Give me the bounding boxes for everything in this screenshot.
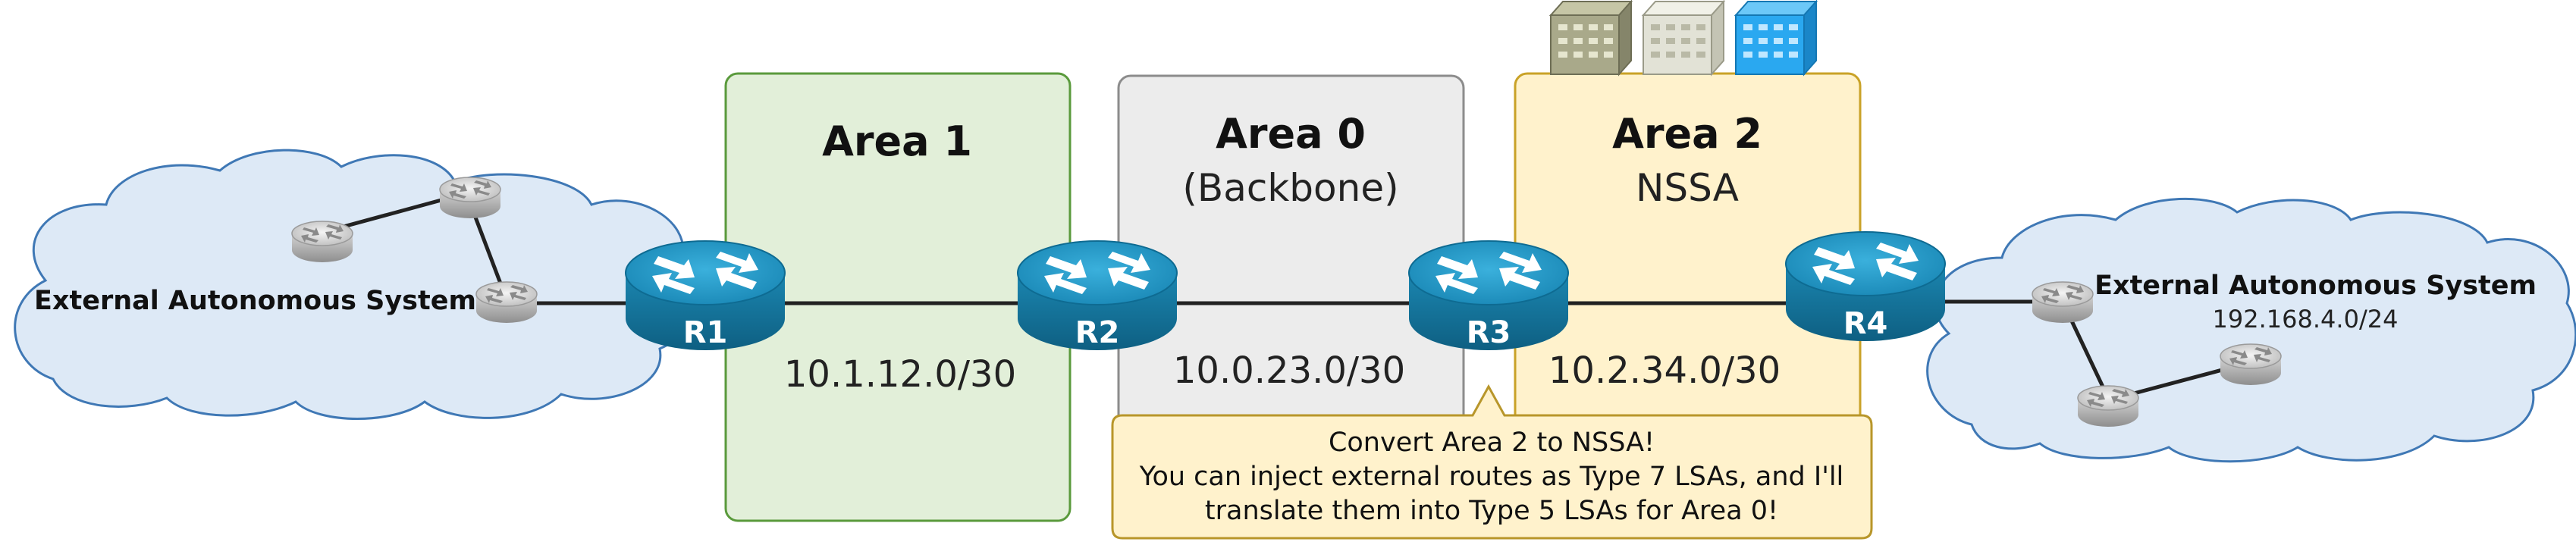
small-router-icon [475,281,538,324]
subnet-r3-r4: 10.2.34.0/30 [1548,349,1781,392]
router-r4-label: R4 [1843,306,1888,341]
small-router-icon [2220,343,2282,386]
router-r3[interactable]: R3 [1408,240,1569,351]
external-as-right-prefix: 192.168.4.0/24 [2213,305,2399,334]
router-r1-label: R1 [683,315,728,350]
small-router-icon [2032,281,2094,324]
area2-title: Area 2 [1612,110,1762,158]
router-r2[interactable]: R2 [1017,240,1178,351]
router-r1[interactable]: R1 [625,240,786,351]
callout-bubble [1111,384,1873,540]
callout-line-2: You can inject external routes as Type 7… [1139,462,1844,492]
area0-title: Area 0 [1216,110,1366,158]
callout-line-3: translate them into Type 5 LSAs for Area… [1205,496,1778,526]
left-cloud-icon [14,149,697,420]
small-router-icon [439,177,501,219]
router-r2-label: R2 [1075,315,1120,350]
subnet-r2-r3: 10.0.23.0/30 [1173,349,1405,392]
area1-title: Area 1 [822,117,972,165]
router-r4[interactable]: R4 [1785,231,1946,342]
router-r3-label: R3 [1467,315,1511,350]
callout-line-1: Convert Area 2 to NSSA! [1329,428,1655,458]
small-router-icon [291,221,353,263]
area2-subtitle: NSSA [1636,166,1739,210]
subnet-r1-r2: 10.1.12.0/30 [784,353,1016,396]
external-as-left-label: External Autonomous System [34,286,476,316]
building-icon [1548,0,1818,77]
external-as-right-label: External Autonomous System [2094,271,2537,301]
small-router-icon [2077,385,2139,428]
area0-subtitle: (Backbone) [1182,166,1398,210]
